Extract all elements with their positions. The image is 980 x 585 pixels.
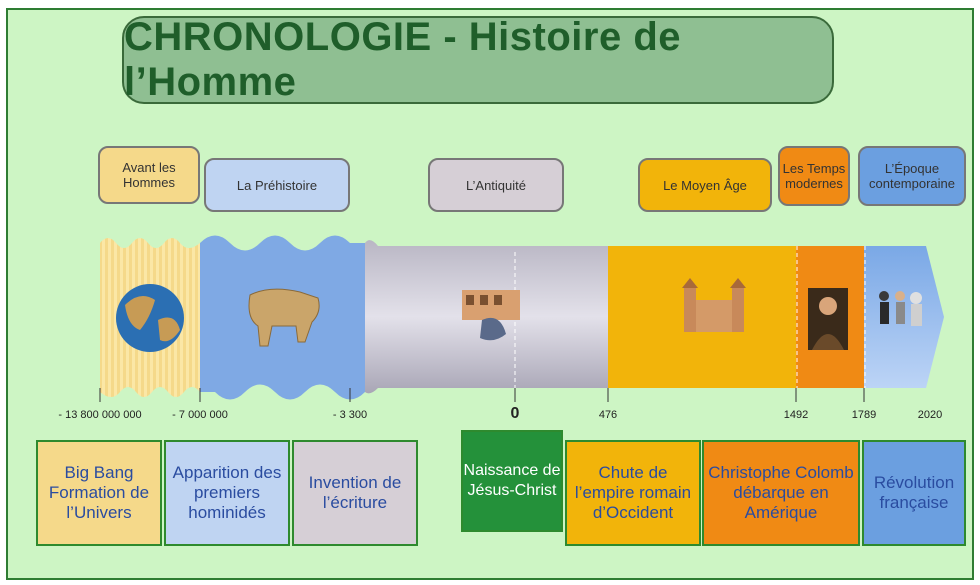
modern-people-icon [879,291,922,326]
event-big-bang: Big Bang Formation de l’Univers [36,440,162,546]
cave-bull-icon [248,288,320,347]
event-hominides: Apparition des premiers hominidés [164,440,290,546]
period-temps-modernes: Les Temps modernes [778,146,850,206]
date-1789: 1789 [851,409,877,421]
period-prehistoire: La Préhistoire [204,158,350,212]
date-big-bang: - 13 800 000 000 [58,409,142,421]
event-ecriture: Invention de l’écriture [292,440,418,546]
date-1492: 1492 [783,409,809,421]
axis-ticks [99,388,865,402]
page-title: CHRONOLOGIE - Histoire de l’Homme [122,15,834,104]
roman-colosseum-icon [462,290,520,341]
period-antiquite: L’Antiquité [428,158,564,212]
globe-icon [116,284,184,352]
date-hominides: - 7 000 000 [172,409,228,421]
event-rome: Chute de l’empire romain d’Occident [565,440,701,546]
period-moyen-age: Le Moyen Âge [638,158,772,212]
date-476: 476 [598,409,618,421]
date-2020: 2020 [917,409,943,421]
explorer-portrait-icon [808,288,848,350]
period-avant-les-hommes: Avant les Hommes [98,146,200,204]
event-jesus: Naissance de Jésus-Christ [461,430,563,532]
event-revolution: Révolution française [862,440,966,546]
period-epoque-contemporaine: L’Époque contemporaine [858,146,966,206]
castle-icon [682,278,746,332]
event-colomb: Christophe Colomb débarque en Amérique [702,440,860,546]
date-ecriture: - 3 300 [332,409,368,421]
date-zero: 0 [510,405,520,422]
